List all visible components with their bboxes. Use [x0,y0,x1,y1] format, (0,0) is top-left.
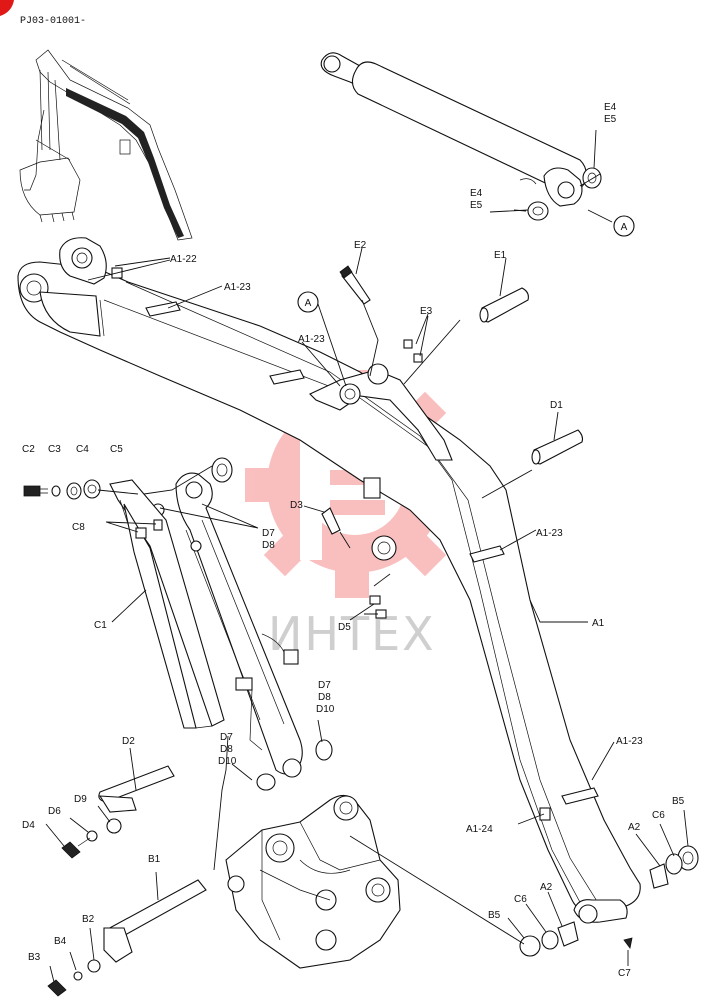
label-d6: D6 [48,806,61,817]
label-e4: E4 [470,188,483,199]
label-d8: D8 [318,692,331,703]
label-e5: E5 [470,200,483,211]
label-d2: D2 [122,736,135,747]
excavator-inset [19,49,193,241]
fastener-set-c [23,479,101,500]
label-c3: C3 [48,444,61,455]
label-d4: D4 [22,820,35,831]
label-e2: E2 [354,240,367,251]
label-b1: B1 [148,854,161,865]
label-a1: A1 [592,618,605,629]
label-c6: C6 [652,810,665,821]
label-d10: D10 [316,704,335,715]
label-b4: B4 [54,936,67,947]
label-a1-23: A1-23 [616,736,643,747]
diagram-code: PJ03-01001- [20,16,86,27]
label-c5: C5 [110,444,123,455]
cover-c1 [109,479,225,729]
label-a1-24: A1-24 [466,824,493,835]
label-c7: C7 [618,968,631,979]
swing-bracket [225,794,401,969]
label-e3: E3 [420,306,433,317]
label-b2: B2 [82,914,95,925]
label-d7: D7 [262,528,275,539]
label-a2: A2 [540,882,553,893]
label-d7: D7 [220,732,233,743]
boom-cylinder [151,457,333,791]
label-c1: C1 [94,620,107,631]
label-d7: D7 [318,680,331,691]
part-labels: A1-22 A1-23 A1-23 A1-23 A1-23 A1-24 A1 A… [22,102,685,979]
label-e4: E4 [604,102,617,113]
label-a1-23: A1-23 [298,334,325,345]
label-d10: D10 [218,756,237,767]
label-b3: B3 [28,952,41,963]
svg-text:A: A [621,222,628,233]
svg-text:A: A [305,298,312,309]
label-a1-23: A1-23 [536,528,563,539]
arm-cylinder [320,52,613,223]
label-a2: A2 [628,822,641,833]
callout-a-top: A [613,215,635,237]
label-b5: B5 [672,796,685,807]
label-d8: D8 [220,744,233,755]
label-d8: D8 [262,540,275,551]
label-e1: E1 [494,250,507,261]
label-d1: D1 [550,400,563,411]
callout-a-left: A [297,291,319,313]
label-c4: C4 [76,444,89,455]
label-c2: C2 [22,444,35,455]
label-d3: D3 [290,500,303,511]
corner-mark [0,0,14,16]
boom-a1 [17,237,641,924]
label-b5: B5 [488,910,501,921]
label-e5: E5 [604,114,617,125]
label-c8: C8 [72,522,85,533]
label-c6: C6 [514,894,527,905]
label-d9: D9 [74,794,87,805]
label-d5: D5 [338,622,351,633]
label-a1-22: A1-22 [170,254,197,265]
label-a1-23: A1-23 [224,282,251,293]
